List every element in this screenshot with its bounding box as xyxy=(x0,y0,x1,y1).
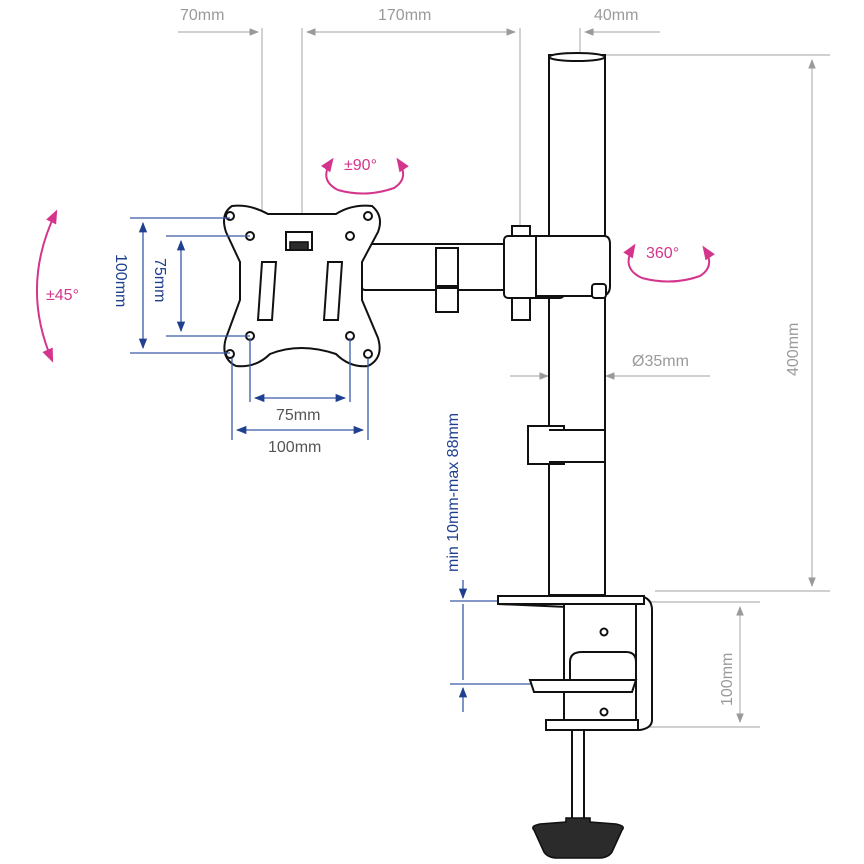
tilt-label: ±45° xyxy=(46,287,79,304)
vesa-hole xyxy=(225,349,235,359)
pole xyxy=(527,52,606,596)
rotation-360-label: 360° xyxy=(646,245,679,262)
height-collar-ring xyxy=(549,429,606,463)
dimension-label-vesa-vertical-75: 75mm xyxy=(151,258,168,302)
tilt-lock-knob xyxy=(289,241,309,251)
top-dimension-group: 70mm 170mm 40mm xyxy=(178,7,660,228)
dimension-label-vesa-horizontal-75: 75mm xyxy=(276,407,320,424)
plate-slot-right xyxy=(322,261,344,321)
clamp-screw-rod xyxy=(571,729,585,823)
clamp-hole xyxy=(599,627,609,637)
clamp-pressure-pad xyxy=(528,679,638,693)
swivel-label: ±90° xyxy=(344,157,377,174)
dimension-label-170mm: 170mm xyxy=(378,7,431,24)
cable-clip-lower xyxy=(435,287,459,313)
collar-screw xyxy=(591,283,607,299)
clamp-hole xyxy=(599,707,609,717)
clamp-top-plate xyxy=(497,595,645,605)
vesa-plate xyxy=(223,204,381,368)
desk-thickness-dimension: min 10mm-max 88mm xyxy=(445,413,532,712)
clamp-depth-dimension: 100mm xyxy=(640,601,760,728)
dimension-label-vesa-vertical-100: 100mm xyxy=(112,254,129,307)
dimension-label-diameter: Ø35mm xyxy=(632,353,689,370)
dimension-label-70mm: 70mm xyxy=(180,7,224,24)
vesa-hole xyxy=(225,211,235,221)
pole-diameter-dimension: Ø35mm xyxy=(510,353,710,380)
vesa-hole xyxy=(363,211,373,221)
clamp-bottom-bar xyxy=(545,719,639,731)
cable-clip xyxy=(435,247,459,287)
dimension-label-vesa-horizontal-100: 100mm xyxy=(268,439,321,456)
dimension-label-desk-thickness: min 10mm-max 88mm xyxy=(445,413,462,572)
vesa-dimensions: 100mm 75mm 75mm 100mm xyxy=(112,217,369,456)
tilt-arrow-icon xyxy=(35,209,58,363)
vesa-hole xyxy=(345,231,355,241)
pole-tube xyxy=(548,54,606,596)
pole-top-cap xyxy=(548,52,606,62)
plate-slot-left xyxy=(256,261,278,321)
rotation-indicators: ±45° ±90° 360° xyxy=(35,157,715,363)
swing-arm xyxy=(361,225,611,321)
pole-height-dimension: 400mm xyxy=(605,54,830,592)
rotation-360-arrow-icon xyxy=(623,243,715,283)
desk-clamp xyxy=(497,595,653,859)
vesa-plate-body xyxy=(223,204,381,368)
clamp-knob xyxy=(532,817,624,859)
vesa-hole xyxy=(363,349,373,359)
dimension-label-clamp-100mm: 100mm xyxy=(719,653,736,706)
dimension-label-400mm: 400mm xyxy=(785,323,802,376)
swivel-arrow-icon xyxy=(320,157,409,195)
dimension-label-40mm: 40mm xyxy=(594,7,638,24)
